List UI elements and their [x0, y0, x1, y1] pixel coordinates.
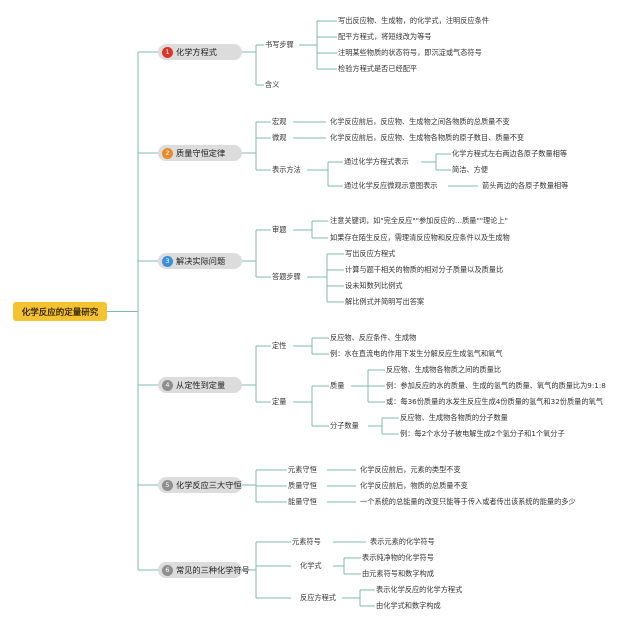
topic-meaning[interactable]: 含义 — [265, 80, 280, 89]
leaf-item[interactable]: 化学方程式左右两边各原子数量相等 — [452, 149, 568, 158]
topic-micro[interactable]: 微观 — [272, 133, 287, 142]
section-number-badge: 4 — [162, 379, 173, 391]
leaf-item[interactable]: 检验方程式是否已经配平 — [338, 64, 418, 73]
section-number-badge: 2 — [162, 147, 173, 159]
section-number-badge: 3 — [162, 255, 173, 267]
section-title: 从定性到定量 — [176, 380, 226, 390]
section-title: 常见的三种化学符号 — [176, 565, 250, 575]
leaf-item[interactable]: 例：参加反应的水的质量、生成的氢气的质量、氧气的质量比为9:1:8 — [386, 381, 606, 390]
leaf-item[interactable]: 由化学式和数字构成 — [376, 601, 441, 610]
leaf-item[interactable]: 反应物、反应条件、生成物 — [330, 333, 417, 342]
leaf-item[interactable]: 写出反应物、生成物，的化学式，注明反应条件 — [338, 16, 489, 25]
leaf-item[interactable]: 反应物、生成物各物质的分子数量 — [400, 413, 508, 422]
topic-by-diagram[interactable]: 通过化学反应微观示意图表示 — [344, 181, 438, 190]
leaf-item[interactable]: 由元素符号和数字构成 — [362, 569, 434, 578]
section-chemical-symbols[interactable]: 6 常见的三种化学符号 — [158, 562, 250, 578]
topic-read-question[interactable]: 审题 — [272, 225, 287, 234]
section-chemical-equation[interactable]: 1 化学方程式 — [158, 44, 242, 60]
topic-reaction-equation[interactable]: 反应方程式 — [300, 593, 336, 602]
leaf-item[interactable]: 例：水在直流电的作用下发生分解反应生成氢气和氧气 — [330, 349, 503, 358]
leaf-item[interactable]: 表示元素的化学符号 — [370, 537, 435, 546]
leaf-item[interactable]: 或：每36份质量的水发生反应生成4份质量的氢气和32份质量的氧气 — [386, 397, 603, 406]
section-solve-problems[interactable]: 3 解决实际问题 — [158, 253, 242, 269]
section-title: 化学反应三大守恒 — [176, 480, 242, 490]
topic-quantitative[interactable]: 定量 — [272, 397, 287, 406]
leaf-item[interactable]: 表示化学反应的化学方程式 — [376, 585, 463, 594]
topic-qualitative[interactable]: 定性 — [272, 341, 287, 350]
topic-mass-conservation[interactable]: 质量守恒 — [288, 481, 317, 490]
section-number-badge: 5 — [162, 479, 173, 491]
root-topic[interactable]: 化学反应的定量研究 — [13, 302, 107, 321]
leaf-item[interactable]: 注明某些物质的状态符号，即沉淀或气态符号 — [338, 48, 482, 57]
leaf-item[interactable]: 例：每2个水分子被电解生成2个氢分子和1个氧分子 — [400, 429, 565, 438]
section-qualitative-to-quantitative[interactable]: 4 从定性到定量 — [158, 377, 242, 393]
leaf-item[interactable]: 化学反应前后，物质的总质量不变 — [360, 481, 468, 490]
leaf-item[interactable]: 箭头两边的各原子数量相等 — [482, 181, 569, 190]
topic-macro[interactable]: 宏观 — [272, 117, 287, 126]
leaf-item[interactable]: 设未知数列比例式 — [345, 281, 403, 290]
leaf-item[interactable]: 写出反应方程式 — [345, 249, 396, 258]
topic-answer-steps[interactable]: 答题步骤 — [272, 272, 301, 281]
section-three-conservations[interactable]: 5 化学反应三大守恒 — [158, 477, 242, 493]
section-number-badge: 1 — [162, 46, 173, 58]
section-title: 质量守恒定律 — [176, 148, 226, 158]
topic-element-symbol[interactable]: 元素符号 — [292, 537, 321, 546]
topic-writing-steps[interactable]: 书写步骤 — [265, 40, 294, 49]
leaf-item[interactable]: 简洁、方便 — [452, 165, 488, 174]
leaf-item[interactable]: 化学反应前后，反应物、生成物各物质的原子数目、质量不变 — [330, 133, 525, 142]
section-mass-conservation[interactable]: 2 质量守恒定律 — [158, 145, 242, 161]
leaf-item[interactable]: 反应物、生成物各物质之间的质量比 — [386, 365, 502, 374]
section-number-badge: 6 — [162, 564, 173, 576]
leaf-item[interactable]: 一个系统的总能量的改变只能等于传入或者传出该系统的能量的多少 — [360, 497, 576, 506]
leaf-item[interactable]: 配平方程式，将短线改为等号 — [338, 32, 432, 41]
section-title: 解决实际问题 — [176, 256, 226, 266]
leaf-item[interactable]: 计算与题干相关的物质的相对分子质量以及质量比 — [345, 265, 504, 274]
leaf-item[interactable]: 化学反应前后，反应物、生成物之间各物质的总质量不变 — [330, 117, 510, 126]
section-title: 化学方程式 — [176, 47, 217, 57]
leaf-item[interactable]: 表示纯净物的化学符号 — [362, 553, 434, 562]
leaf-item[interactable]: 注意关键词，如"完全反应""参加反应的…质量""理论上" — [330, 216, 508, 225]
topic-representation[interactable]: 表示方法 — [272, 165, 301, 174]
leaf-item[interactable]: 如果存在陌生反应，需理清反应物和反应条件以及生成物 — [330, 233, 510, 242]
topic-element-conservation[interactable]: 元素守恒 — [288, 465, 317, 474]
topic-energy-conservation[interactable]: 能量守恒 — [288, 497, 317, 506]
topic-by-equation[interactable]: 通过化学方程式表示 — [344, 157, 409, 166]
topic-mass[interactable]: 质量 — [330, 381, 345, 390]
leaf-item[interactable]: 解比例式并简明写出答案 — [345, 297, 425, 306]
topic-molecule-count[interactable]: 分子数量 — [330, 421, 359, 430]
leaf-item[interactable]: 化学反应前后，元素的类型不变 — [360, 465, 461, 474]
topic-chemical-formula[interactable]: 化学式 — [300, 561, 322, 570]
